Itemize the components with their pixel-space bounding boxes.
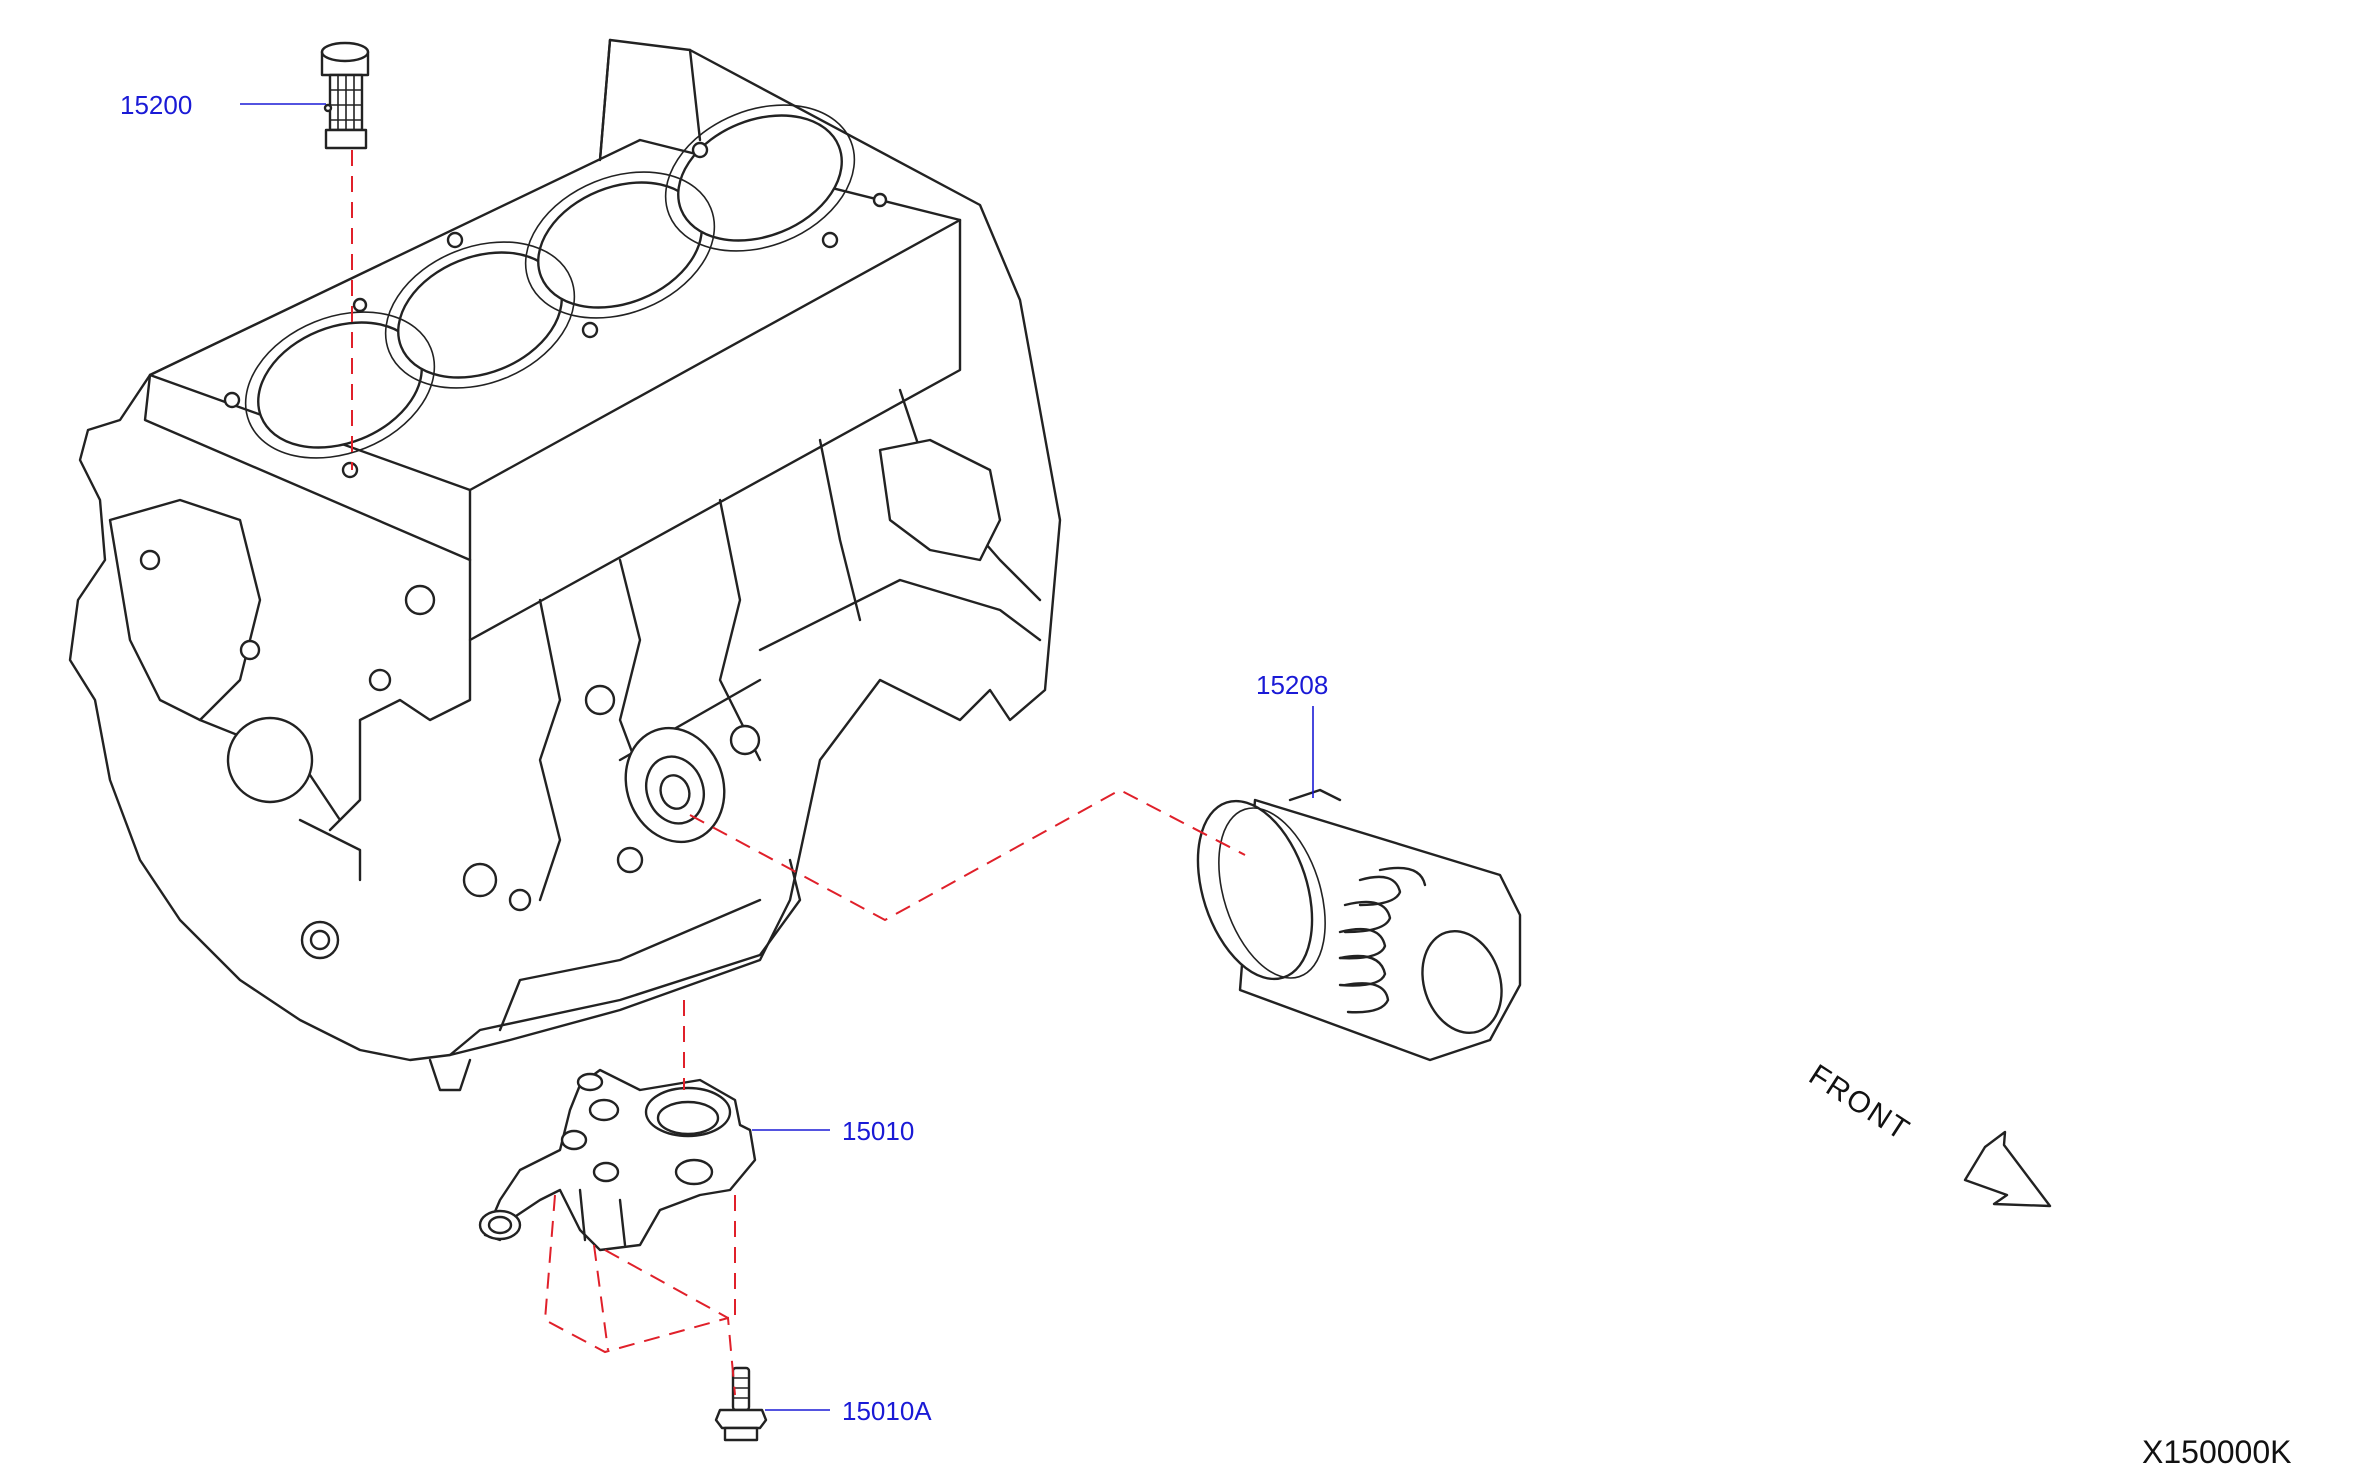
oil-strainer [320, 41, 370, 150]
illustration-code: X150000K [2142, 1434, 2292, 1470]
part-number-strainer[interactable]: 15200 [120, 90, 193, 120]
front-arrow-icon [1963, 1130, 2052, 1208]
assembly-lines [351, 150, 1246, 1396]
part-number-bolt[interactable]: 15010A [842, 1396, 932, 1426]
oil-filter [1196, 788, 1522, 1062]
oil-pump [478, 1068, 757, 1252]
leader-lines [240, 103, 1314, 1411]
engine-block [68, 38, 1062, 1092]
bolt [714, 1366, 768, 1442]
part-number-oil-pump[interactable]: 15010 [842, 1116, 915, 1146]
part-number-oil-filter[interactable]: 15208 [1256, 670, 1329, 700]
